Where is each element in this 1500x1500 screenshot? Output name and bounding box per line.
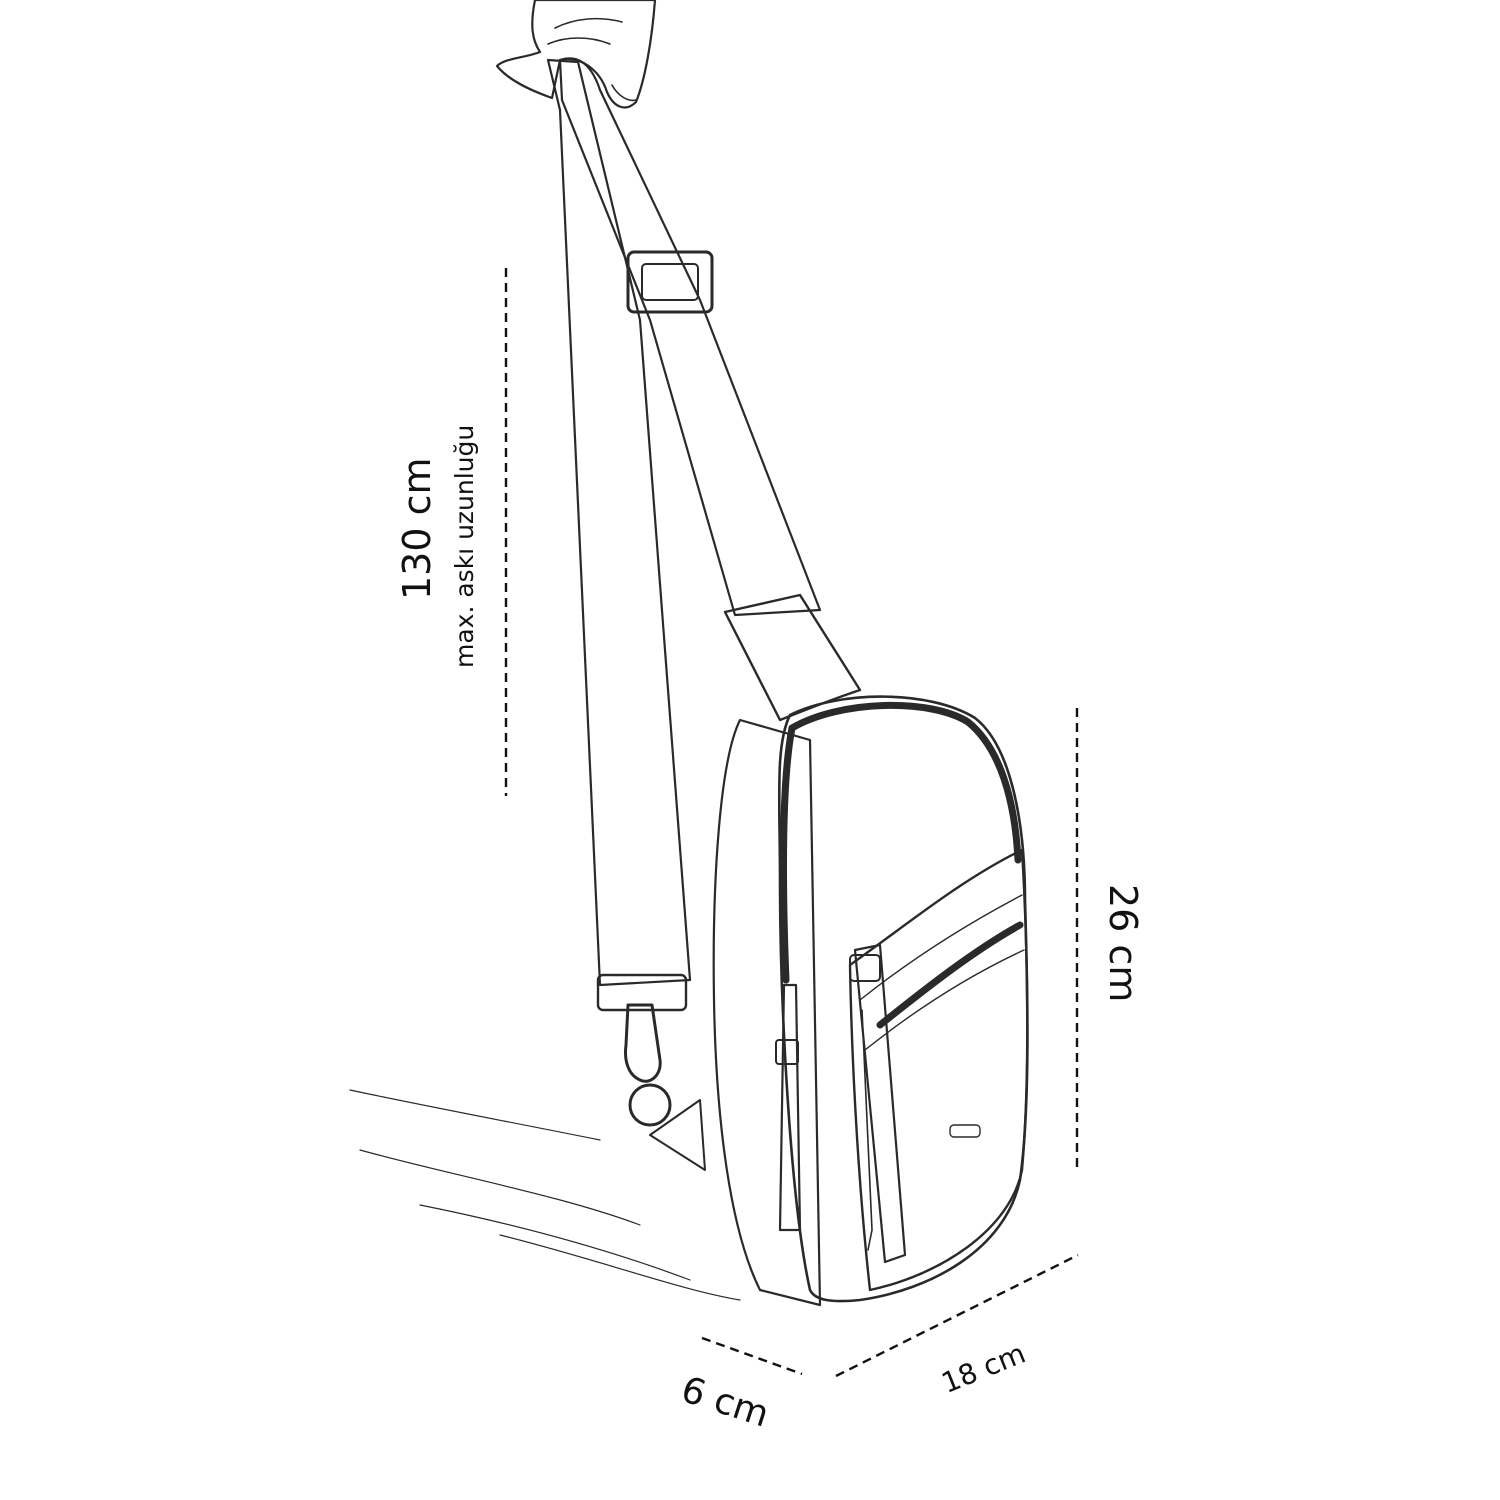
height-label: 26 cm <box>1101 884 1145 1003</box>
brand-logo-badge <box>949 1124 981 1138</box>
front-pocket <box>848 848 1029 1292</box>
bag-side-panel <box>649 718 822 1307</box>
depth-dimension-line <box>701 1336 803 1376</box>
strap-length-label: 130 cm <box>395 457 439 600</box>
strap-front <box>558 57 822 617</box>
zipper-pulls <box>775 943 907 1264</box>
strap-buckle <box>626 250 714 314</box>
hand-illustration <box>495 0 657 109</box>
ground-shadow <box>349 1089 741 1301</box>
main-zipper <box>780 701 1022 984</box>
strap-clip <box>596 973 688 1127</box>
width-dimension-line <box>835 1253 1079 1378</box>
bag-front-body <box>723 593 1029 1303</box>
strap-rear <box>546 58 692 987</box>
strap-length-caption: max. askı uzunluğu <box>450 424 479 668</box>
